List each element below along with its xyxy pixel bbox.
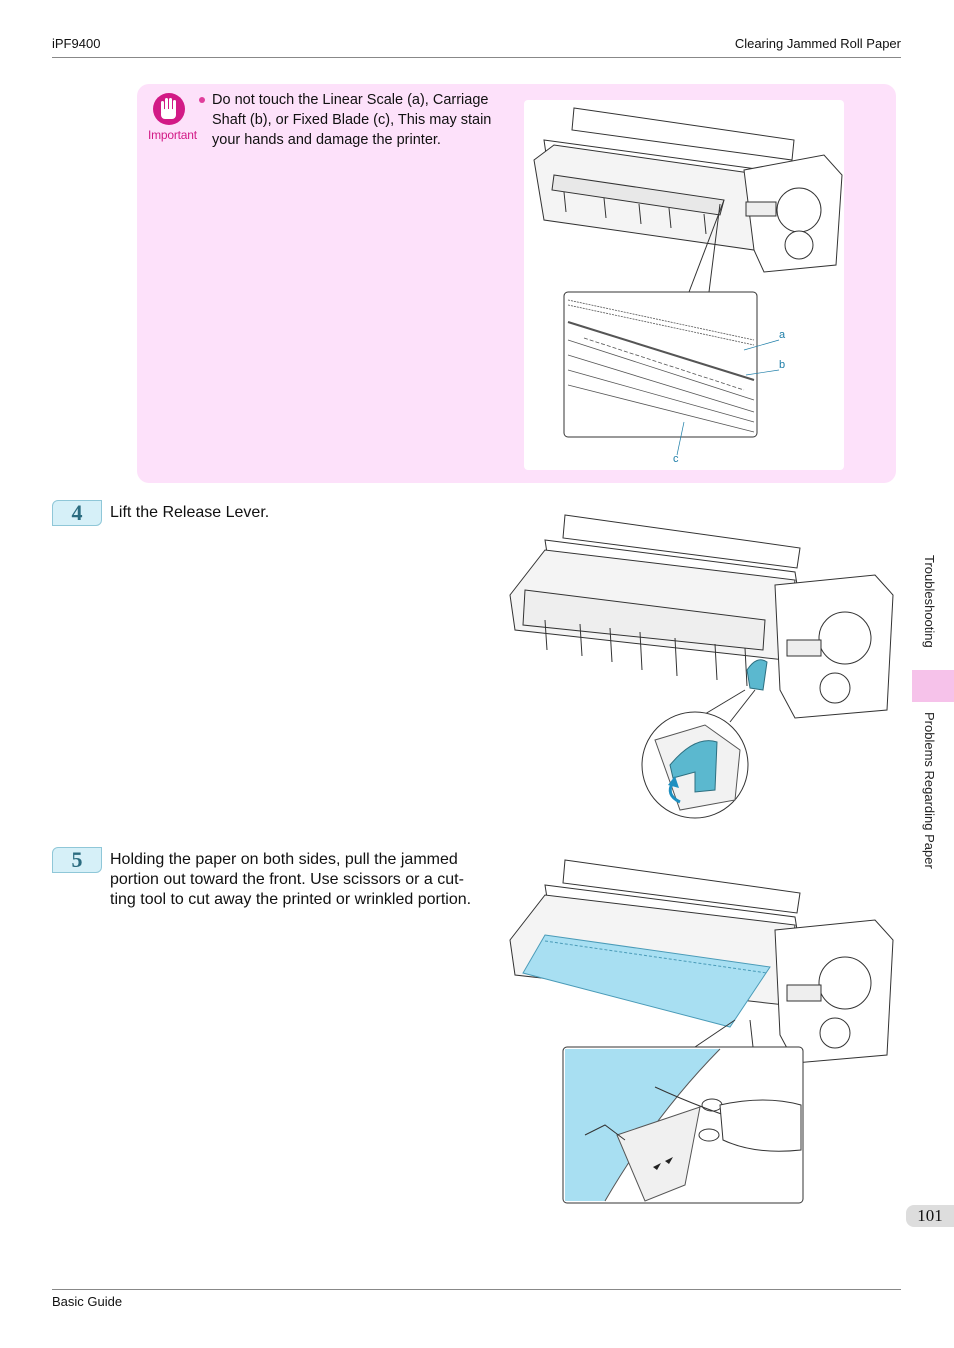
footer-divider (52, 1289, 901, 1290)
step-number-4: 4 (52, 500, 102, 526)
sidebar-section-marker (912, 670, 954, 702)
callout-a: a (779, 329, 786, 341)
page-number: 101 (906, 1205, 954, 1227)
release-lever-illustration (509, 514, 894, 819)
header-section-title: Clearing Jammed Roll Paper (734, 36, 901, 51)
callout-b: b (779, 359, 785, 371)
bullet-icon (199, 97, 205, 103)
cut-paper-illustration (509, 859, 894, 1204)
important-text: Do not touch the Linear Scale (a), Carri… (212, 92, 492, 148)
footer-guide-name: Basic Guide (52, 1294, 123, 1309)
important-hand-icon (153, 93, 185, 125)
sidebar-section: Problems Regarding Paper (922, 712, 937, 869)
header-model: iPF9400 (52, 36, 101, 51)
step-5-text: Holding the paper on both sides, pull th… (110, 851, 472, 908)
step-number-5: 5 (52, 847, 102, 873)
step-4-text: Lift the Release Lever. (110, 504, 270, 521)
header-divider (52, 57, 901, 58)
printer-parts-illustration: a b c (533, 107, 843, 465)
callout-c: c (673, 453, 679, 465)
important-label: Important (148, 128, 197, 142)
sidebar-chapter: Troubleshooting (922, 555, 937, 648)
